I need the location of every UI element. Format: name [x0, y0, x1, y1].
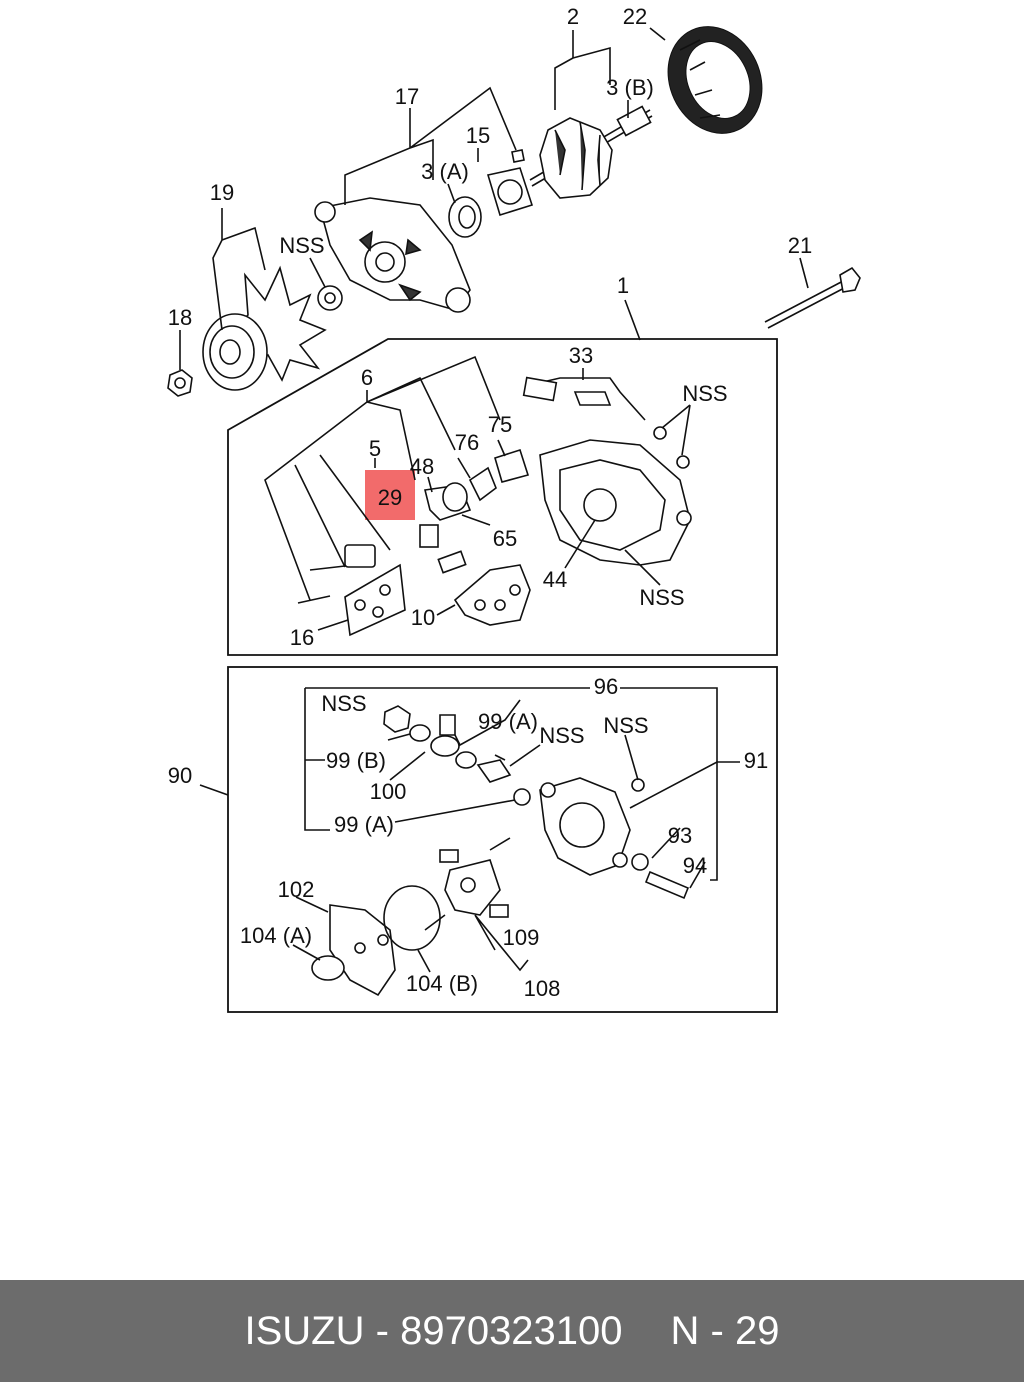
front-bracket-part — [314, 197, 471, 313]
callout-76: 76 — [455, 430, 479, 455]
callout-18: 18 — [168, 305, 192, 330]
callout-91: 91 — [744, 748, 768, 773]
leader-lines — [179, 27, 809, 973]
callout-96: 96 — [594, 674, 618, 699]
nuts-nss-part — [653, 426, 690, 469]
assembly-box-1 — [227, 338, 778, 656]
callout-29-highlighted: 29 — [378, 485, 402, 510]
bearing-3a-part — [448, 196, 482, 238]
cover-102-part — [311, 904, 396, 997]
callout-75: 75 — [488, 412, 512, 437]
brand-name: ISUZU — [244, 1308, 365, 1353]
spacer-nss-part — [317, 285, 343, 311]
callout-108: 108 — [524, 976, 561, 1001]
callout-19: 19 — [210, 180, 234, 205]
rotor-part — [529, 105, 653, 199]
terminal-plate-16-part — [344, 563, 406, 637]
callout-nss-top: NSS — [279, 233, 324, 258]
regulator-part — [344, 544, 467, 574]
callout-nss-r2: NSS — [639, 585, 684, 610]
part-number: 8970323100 — [400, 1308, 623, 1353]
screws-part — [297, 565, 346, 604]
callout-nss-b1: NSS — [321, 691, 366, 716]
callout-nss-b3: NSS — [603, 713, 648, 738]
callout-6: 6 — [361, 365, 373, 390]
footer-separator: - — [375, 1308, 389, 1353]
callout-2: 2 — [567, 4, 579, 29]
callout-65: 65 — [493, 526, 517, 551]
callout-17: 17 — [395, 84, 419, 109]
callout-104a: 104 (A) — [240, 923, 312, 948]
rear-bracket-part — [539, 439, 692, 566]
callout-102: 102 — [278, 877, 315, 902]
callout-3a: 3 (A) — [421, 159, 469, 184]
callout-5: 5 — [369, 436, 381, 461]
stator-ring-part — [667, 26, 763, 134]
callout-3b: 3 (B) — [606, 75, 654, 100]
callout-21: 21 — [788, 233, 812, 258]
pin-93-94-part — [631, 853, 690, 900]
plate-76-part — [468, 448, 530, 502]
exploded-parts-diagram: 2 22 3 (B) 17 15 3 (A) 19 NSS 21 18 1 33… — [167, 4, 861, 1013]
connector-nss-part — [383, 705, 645, 806]
callout-22: 22 — [623, 4, 647, 29]
callout-99a-bot: 99 (A) — [334, 812, 394, 837]
callout-90: 90 — [168, 763, 192, 788]
rotor-vane-108-part — [424, 837, 511, 931]
highlight-marker — [365, 470, 415, 520]
brush-holder-part — [419, 482, 472, 548]
callout-33: 33 — [569, 343, 593, 368]
callout-nss-r1: NSS — [682, 381, 727, 406]
wire-harness-33-part — [522, 376, 646, 421]
o-ring-104b-part — [383, 885, 441, 951]
callout-10: 10 — [411, 605, 435, 630]
callout-94: 94 — [683, 853, 707, 878]
callout-16: 16 — [290, 625, 314, 650]
through-bolt-part — [764, 266, 861, 329]
retainer-plate-15-part — [486, 149, 534, 217]
callout-99b: 99 (B) — [326, 748, 386, 773]
callout-100: 100 — [370, 779, 407, 804]
page-reference: N - 29 — [670, 1308, 780, 1353]
nut-18-part — [167, 369, 193, 397]
assembly-box-90 — [227, 666, 778, 1013]
rectifier-10-part — [453, 564, 531, 626]
callout-15: 15 — [466, 123, 490, 148]
pulley-part — [202, 313, 268, 391]
callout-104b: 104 (B) — [406, 971, 478, 996]
callout-44: 44 — [543, 567, 567, 592]
callout-labels: 2 22 3 (B) 17 15 3 (A) 19 NSS 21 18 1 33… — [168, 4, 812, 1001]
footer-bar: ISUZU - 8970323100 N - 29 — [0, 1280, 1024, 1382]
callout-109: 109 — [503, 925, 540, 950]
callout-99a-top: 99 (A) — [478, 709, 538, 734]
callout-93: 93 — [668, 823, 692, 848]
callout-1: 1 — [617, 273, 629, 298]
callout-48: 48 — [410, 454, 434, 479]
vacuum-pump-housing-91-part — [539, 777, 631, 876]
callout-nss-b2: NSS — [539, 723, 584, 748]
